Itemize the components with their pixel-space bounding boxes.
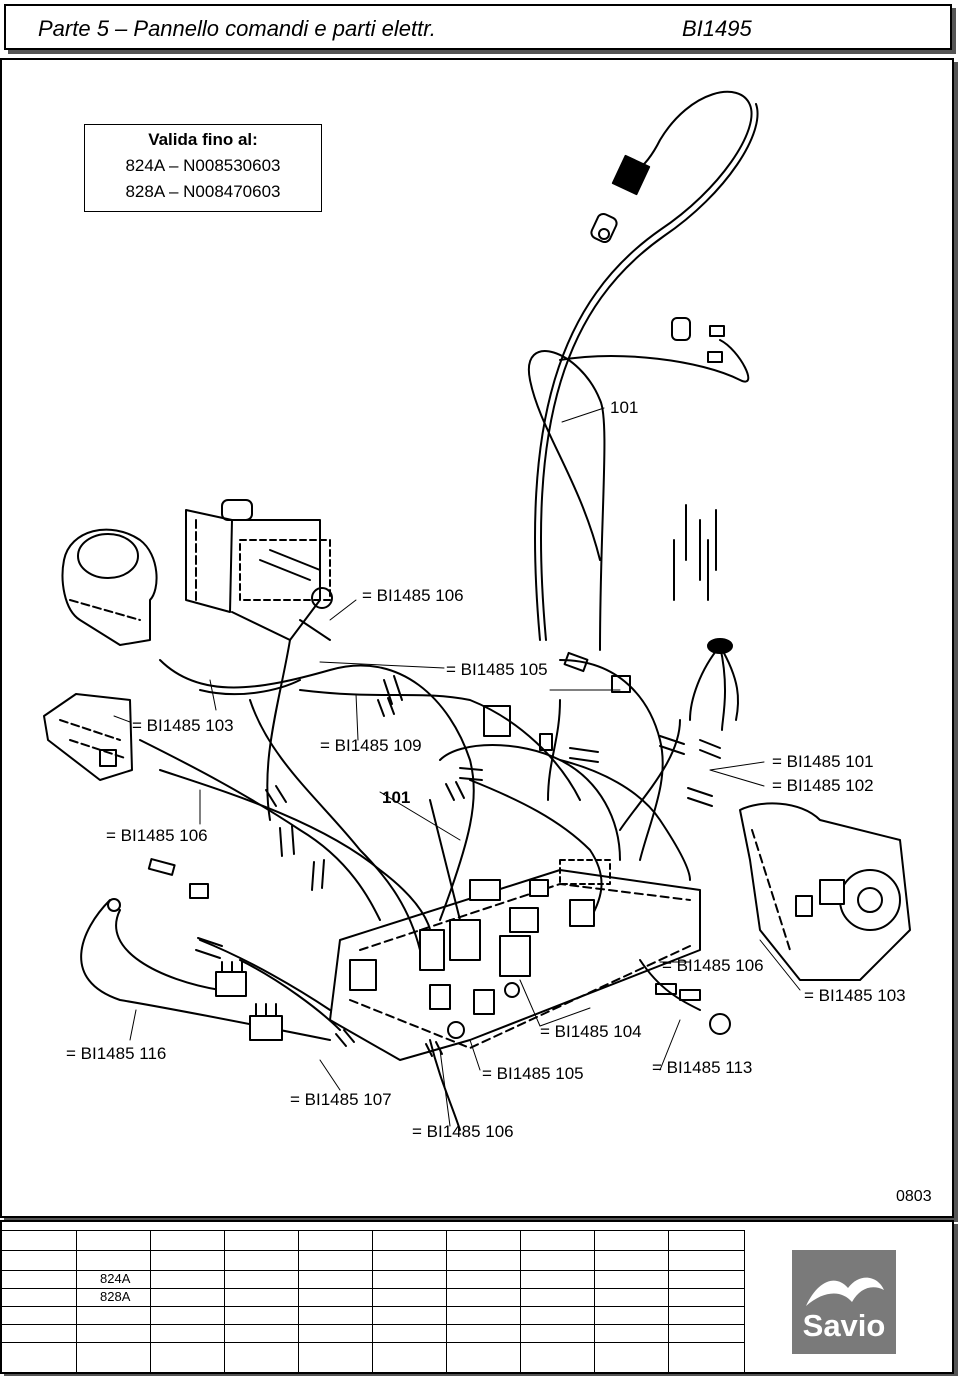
table-rule	[2, 1288, 744, 1289]
table-rule	[2, 1342, 744, 1343]
label-bi1485-116: = BI1485 116	[66, 1044, 167, 1063]
break-marks	[195, 675, 721, 1057]
table-column	[2, 1230, 299, 1372]
logo-text: Savio	[802, 1308, 886, 1343]
table-rule	[2, 1306, 744, 1307]
diagram-frame	[0, 58, 954, 1218]
label-bi1485-105-b: = BI1485 105	[482, 1064, 584, 1083]
small-parts	[107, 651, 731, 1035]
gas-valve	[185, 499, 333, 641]
label-bi1485-107: = BI1485 107	[290, 1090, 392, 1109]
document-code: BI1495	[682, 16, 752, 41]
table-column	[2, 1230, 447, 1372]
label-bi1485-101: = BI1485 101	[772, 752, 874, 771]
top-cable	[527, 90, 759, 651]
label-bi1485-103-a: = BI1485 103	[132, 716, 234, 735]
table-column	[2, 1230, 745, 1372]
electrodes	[673, 504, 740, 731]
model-828a: 828A	[100, 1289, 131, 1304]
validity-box: Valida fino al: 824A – N008530603 828A –…	[84, 124, 322, 212]
table-column	[2, 1230, 595, 1372]
table-rule	[2, 1324, 744, 1325]
leader-lines	[113, 407, 801, 1127]
label-bi1485-105-a: = BI1485 105	[446, 660, 548, 679]
section-title: Parte 5 – Pannello comandi e parti elett…	[38, 16, 436, 41]
label-bi1485-106-a: = BI1485 106	[362, 586, 464, 605]
table-column	[2, 1230, 373, 1372]
validity-line-824a: 824A – N008530603	[125, 156, 281, 175]
label-101-top: 101	[610, 398, 639, 417]
label-bi1485-104: = BI1485 104	[540, 1022, 642, 1041]
left-module	[43, 693, 133, 781]
label-bi1485-106-c: = BI1485 106	[662, 956, 764, 975]
label-bi1485-109: = BI1485 109	[320, 736, 422, 755]
pump	[739, 802, 911, 981]
label-bi1485-106-d: = BI1485 106	[412, 1122, 514, 1141]
table-column	[2, 1230, 77, 1372]
table-rule	[2, 1230, 744, 1231]
page-header: Parte 5 – Pannello comandi e parti elett…	[4, 4, 952, 50]
terminal-blocks	[215, 961, 283, 1041]
savio-logo: Savio	[792, 1250, 896, 1354]
validity-title: Valida fino al:	[148, 130, 258, 149]
label-bi1485-106-b: = BI1485 106	[106, 826, 208, 845]
validity-line-828a: 828A – N008470603	[125, 182, 281, 201]
table-column	[2, 1230, 225, 1372]
revision-date-code: 0803	[896, 1188, 932, 1205]
label-101-mid: 101	[382, 788, 411, 807]
label-bi1485-103-b: = BI1485 103	[804, 986, 906, 1005]
logo-wave-icon	[806, 1277, 884, 1306]
table-rule	[2, 1270, 744, 1271]
fan-unit	[61, 528, 158, 646]
control-board	[329, 859, 701, 1061]
label-bi1485-113: = BI1485 113	[652, 1058, 753, 1077]
label-bi1485-102: = BI1485 102	[772, 776, 874, 795]
table-column	[2, 1230, 151, 1372]
table-rule	[2, 1250, 744, 1251]
table-column	[2, 1230, 669, 1372]
model-824a: 824A	[100, 1271, 131, 1286]
table-column	[2, 1230, 521, 1372]
